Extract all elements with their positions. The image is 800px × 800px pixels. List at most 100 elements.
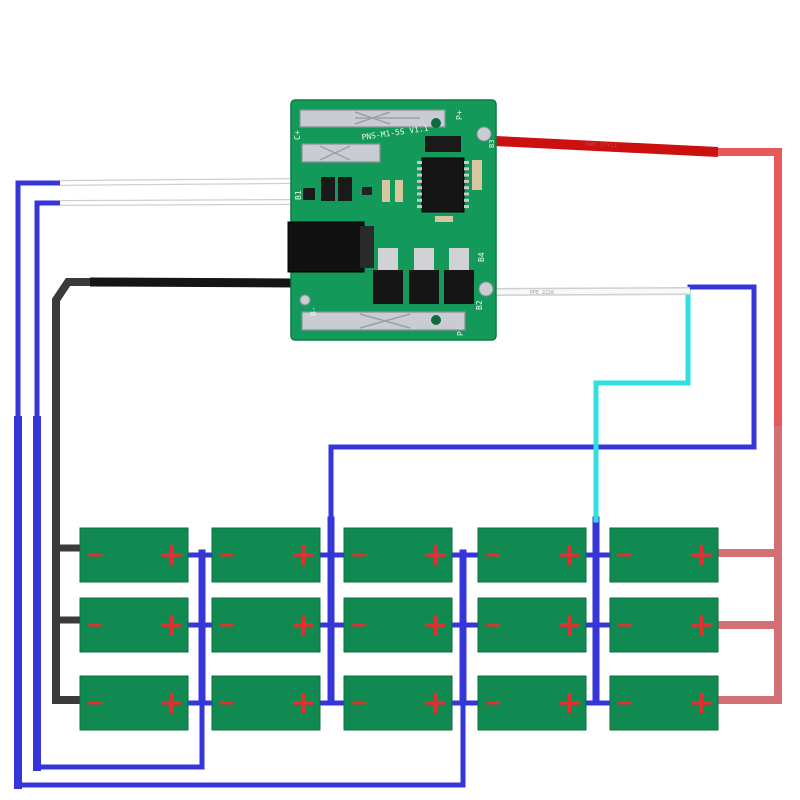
cell-positive-sign: + bbox=[556, 535, 583, 573]
mount-hole-2 bbox=[431, 315, 441, 325]
pad-label-p-plus: P+ bbox=[455, 110, 464, 120]
positive-wire-lower bbox=[714, 426, 782, 704]
component-diode bbox=[303, 188, 315, 200]
wiring bbox=[14, 148, 782, 789]
cell-positive-sign: + bbox=[158, 535, 185, 573]
cell-links bbox=[186, 552, 612, 706]
mosfet-row bbox=[373, 248, 474, 304]
white-lead-b4-core bbox=[494, 288, 691, 295]
cell-negative-sign: − bbox=[218, 691, 236, 716]
cell-positive-sign: + bbox=[688, 683, 715, 721]
component-small-5 bbox=[435, 216, 453, 222]
cell-positive-sign: + bbox=[556, 605, 583, 643]
lead-wires: AWM STYLE PPE 2226 bbox=[59, 136, 719, 296]
ic-pin bbox=[464, 161, 469, 164]
ic-pin bbox=[417, 186, 422, 190]
pad-label-b-minus: B- bbox=[309, 306, 318, 316]
mosfet-1 bbox=[373, 270, 403, 304]
battery-cell: −+ bbox=[609, 597, 719, 653]
ic-pin bbox=[417, 167, 422, 171]
c-plus-terminal-pad bbox=[301, 143, 381, 163]
component-small-2 bbox=[382, 180, 390, 202]
battery-cell: −+ bbox=[79, 597, 189, 653]
battery-cell: −+ bbox=[211, 675, 321, 731]
pad-b-minus bbox=[299, 294, 311, 306]
cell-negative-sign: − bbox=[86, 691, 104, 716]
white-lead-b2-core bbox=[59, 200, 293, 205]
negative-wire bbox=[52, 278, 94, 704]
cell-negative-sign: − bbox=[86, 543, 104, 568]
connector-block bbox=[287, 221, 365, 273]
ic-pin bbox=[417, 173, 422, 177]
mosfet-3 bbox=[444, 270, 474, 304]
ic-pin bbox=[417, 198, 422, 202]
balance-wire-b3 bbox=[328, 284, 757, 523]
cell-body bbox=[79, 597, 189, 653]
cell-positive-sign: + bbox=[422, 683, 449, 721]
cell-negative-sign: − bbox=[350, 691, 368, 716]
cell-body bbox=[211, 675, 321, 731]
cell-negative-sign: − bbox=[218, 613, 236, 638]
cell-positive-sign: + bbox=[556, 683, 583, 721]
cell-body bbox=[477, 527, 587, 583]
cell-body bbox=[343, 597, 453, 653]
ic-pin bbox=[464, 186, 469, 190]
cell-positive-sign: + bbox=[290, 605, 317, 643]
ic-pin bbox=[464, 179, 469, 183]
cell-negative-sign: − bbox=[616, 613, 634, 638]
red-lead bbox=[494, 136, 719, 157]
cell-negative-sign: − bbox=[484, 543, 502, 568]
battery-cell: −+ bbox=[211, 597, 321, 653]
cell-negative-sign: − bbox=[86, 613, 104, 638]
ic-pin bbox=[417, 179, 422, 183]
battery-cell: −+ bbox=[477, 597, 587, 653]
ic-pin bbox=[417, 205, 422, 209]
ic-pin bbox=[464, 198, 469, 202]
component-small-3 bbox=[395, 180, 403, 202]
cell-positive-sign: + bbox=[158, 683, 185, 721]
cell-negative-sign: − bbox=[218, 543, 236, 568]
positive-wire bbox=[714, 148, 782, 434]
pad-label-c-plus: C+ bbox=[293, 130, 302, 140]
battery-cell: −+ bbox=[343, 597, 453, 653]
cell-body bbox=[79, 675, 189, 731]
mount-hole-1 bbox=[431, 118, 441, 128]
cell-body bbox=[477, 675, 587, 731]
pad-label-b2: B2 bbox=[475, 300, 484, 310]
pad-label-b3: B3 bbox=[488, 140, 496, 148]
cell-positive-sign: + bbox=[688, 605, 715, 643]
cell-negative-sign: − bbox=[616, 543, 634, 568]
ic-pin bbox=[464, 167, 469, 171]
ic-chip bbox=[421, 157, 465, 213]
connector-face bbox=[360, 226, 374, 268]
cell-body bbox=[211, 527, 321, 583]
cell-positive-sign: + bbox=[422, 535, 449, 573]
top-terminal-x bbox=[354, 111, 391, 125]
cell-positive-sign: + bbox=[688, 535, 715, 573]
mosfet-2 bbox=[409, 270, 439, 304]
component-q1 bbox=[338, 177, 352, 201]
pad-b4 bbox=[478, 281, 494, 297]
ic-pin bbox=[464, 173, 469, 177]
cell-positive-sign: + bbox=[290, 683, 317, 721]
pad-label-b1: B1 bbox=[294, 190, 303, 200]
cell-negative-sign: − bbox=[350, 543, 368, 568]
component-q2 bbox=[321, 177, 335, 201]
black-lead bbox=[89, 277, 296, 288]
cell-positive-sign: + bbox=[158, 605, 185, 643]
balance-wire-b4 bbox=[593, 289, 691, 523]
ic-pin bbox=[417, 192, 422, 196]
white-lead-print: PPE 2226 bbox=[530, 290, 554, 296]
bottom-terminal-x bbox=[359, 313, 411, 329]
bms-board: PNS-M1-5S V1.1 C+ P+ B1 B3 B4 B- B2 P- bbox=[287, 99, 497, 341]
ic-pin bbox=[464, 205, 469, 209]
battery-cell: −+ bbox=[609, 527, 719, 583]
cell-body bbox=[343, 675, 453, 731]
battery-cell: −+ bbox=[609, 675, 719, 731]
battery-cell: −+ bbox=[477, 527, 587, 583]
battery-cell: −+ bbox=[343, 527, 453, 583]
cell-negative-sign: − bbox=[484, 691, 502, 716]
battery-cell: −+ bbox=[79, 527, 189, 583]
battery-cell: −+ bbox=[211, 527, 321, 583]
